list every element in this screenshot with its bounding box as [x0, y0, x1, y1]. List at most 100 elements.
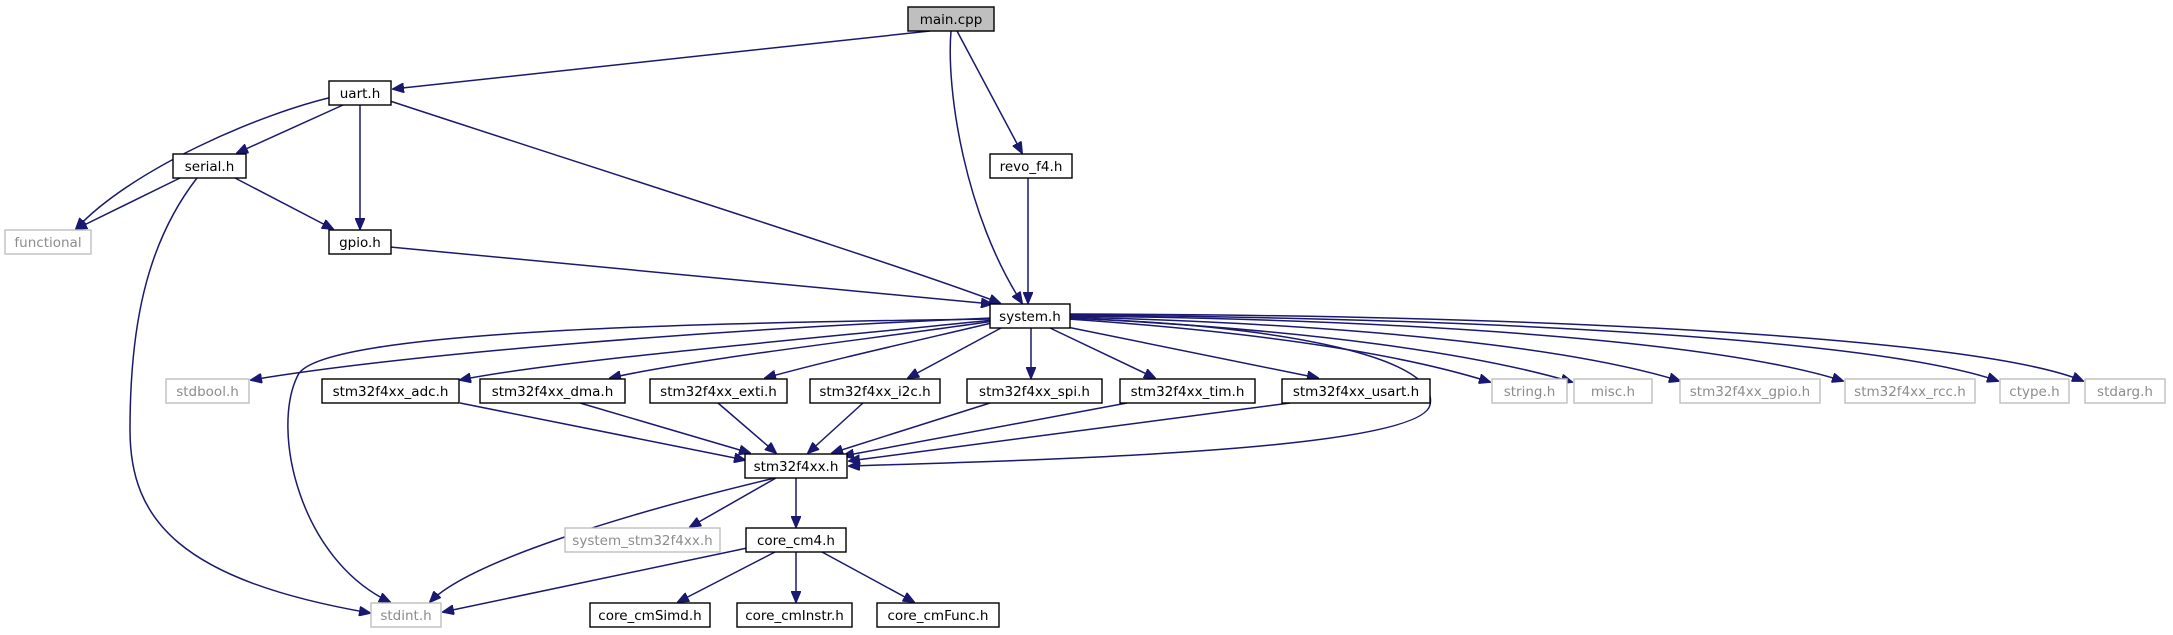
node-string-h: string.h — [1491, 378, 1568, 404]
node-cmsimd-h[interactable]: core_cmSimd.h — [589, 602, 711, 628]
edge-uart-h-to-serial-h — [237, 104, 344, 153]
edge-system-h-to-tim-h — [1049, 327, 1155, 378]
node-system-h[interactable]: system.h — [989, 303, 1071, 329]
edge-system-h-to-dma-h — [610, 320, 995, 378]
node-uart-h[interactable]: uart.h — [328, 80, 392, 106]
node-box — [649, 378, 788, 404]
edges — [76, 30, 2083, 613]
node-box — [4, 229, 92, 255]
node-label: core_cm4.h — [757, 533, 835, 549]
node-label: gpio.h — [339, 235, 381, 251]
node-cminstr-h[interactable]: core_cmInstr.h — [736, 602, 853, 628]
node-label: stdint.h — [380, 608, 431, 624]
edge-core-cm4-h-to-cmfunc-h — [821, 551, 914, 602]
node-box — [589, 602, 711, 628]
node-label: core_cmFunc.h — [888, 608, 989, 624]
node-box — [1119, 378, 1256, 404]
node-core-cm4-h[interactable]: core_cm4.h — [745, 527, 847, 553]
node-box — [172, 153, 247, 179]
node-box — [809, 378, 941, 404]
node-stdint-h: stdint.h — [370, 602, 442, 628]
node-box — [2084, 378, 2166, 404]
node-usart-h[interactable]: stm32f4xx_usart.h — [1281, 378, 1431, 404]
edge-system-h-to-rcc-h — [1068, 315, 1843, 381]
node-label: stdbool.h — [176, 384, 239, 400]
node-label: stdarg.h — [2097, 384, 2153, 400]
edge-core-cm4-h-to-cmsimd-h — [678, 551, 776, 602]
edge-dma-h-to-stm32f4xx-h — [579, 402, 750, 453]
node-box — [966, 378, 1103, 404]
node-label: stm32f4xx_adc.h — [333, 384, 449, 400]
node-adc-h[interactable]: stm32f4xx_adc.h — [321, 378, 460, 404]
node-box — [876, 602, 1000, 628]
node-label: system.h — [999, 309, 1061, 325]
node-spi-h[interactable]: stm32f4xx_spi.h — [966, 378, 1103, 404]
node-label: stm32f4xx_gpio.h — [1690, 384, 1811, 400]
node-misc-h: misc.h — [1573, 378, 1653, 404]
edge-core-cm4-h-to-stdint-h — [443, 546, 753, 612]
node-label: revo_f4.h — [1000, 159, 1063, 175]
node-box — [1679, 378, 1821, 404]
node-serial-h[interactable]: serial.h — [172, 153, 247, 179]
edge-uart-h-to-system-h — [389, 100, 1000, 303]
node-label: ctype.h — [2009, 384, 2059, 400]
node-box — [370, 602, 442, 628]
node-stdarg-h: stdarg.h — [2084, 378, 2166, 404]
node-tim-h[interactable]: stm32f4xx_tim.h — [1119, 378, 1256, 404]
edge-usart-h-to-stm32f4xx-h — [849, 402, 1291, 461]
node-exti-h[interactable]: stm32f4xx_exti.h — [649, 378, 788, 404]
edge-system-h-to-misc-h — [1068, 317, 1572, 382]
node-label: main.cpp — [920, 12, 983, 28]
edge-system-h-to-stdbool-h — [251, 317, 993, 380]
edge-tim-h-to-stm32f4xx-h — [843, 402, 1128, 456]
edge-system-h-to-stm32f4xx-h — [849, 317, 1432, 466]
node-label: stm32f4xx_dma.h — [492, 384, 614, 400]
edge-uart-h-to-functional — [76, 95, 338, 229]
node-box — [1999, 378, 2070, 404]
node-gpio-h[interactable]: gpio.h — [328, 229, 392, 255]
node-cmfunc-h[interactable]: core_cmFunc.h — [876, 602, 1000, 628]
edge-main-cpp-to-uart-h — [393, 30, 931, 89]
node-box — [989, 153, 1073, 179]
edge-system-h-to-string-h — [1067, 318, 1490, 382]
node-label: core_cmSimd.h — [598, 608, 701, 624]
node-label: misc.h — [1591, 384, 1635, 400]
node-box — [564, 527, 721, 553]
node-box — [321, 378, 460, 404]
edge-system-h-to-gpio-ext-h — [1068, 316, 1680, 381]
node-main-cpp[interactable]: main.cpp — [907, 6, 995, 32]
node-ctype-h: ctype.h — [1999, 378, 2070, 404]
node-label: stm32f4xx_rcc.h — [1854, 384, 1966, 400]
node-box — [907, 6, 995, 32]
edge-serial-h-to-functional — [76, 177, 181, 229]
node-box — [736, 602, 853, 628]
node-dma-h[interactable]: stm32f4xx_dma.h — [479, 378, 626, 404]
edge-main-cpp-to-system-h — [949, 30, 1022, 303]
edge-exti-h-to-stm32f4xx-h — [717, 402, 776, 453]
node-revo-f4-h[interactable]: revo_f4.h — [989, 153, 1073, 179]
node-label: stm32f4xx_tim.h — [1131, 384, 1245, 400]
edge-serial-h-to-stdint-h — [129, 177, 370, 613]
node-box — [165, 378, 250, 404]
node-label: core_cmInstr.h — [745, 608, 844, 624]
node-stm32f4xx-h[interactable]: stm32f4xx.h — [744, 453, 848, 479]
edge-serial-h-to-gpio-h — [234, 177, 333, 229]
node-box — [328, 229, 392, 255]
node-i2c-h[interactable]: stm32f4xx_i2c.h — [809, 378, 941, 404]
edge-spi-h-to-stm32f4xx-h — [832, 402, 991, 453]
edge-stm32f4xx-h-to-sys-stm-h — [690, 477, 777, 527]
edge-system-h-to-stdarg-h — [1068, 313, 2083, 381]
edge-adc-h-to-stm32f4xx-h — [459, 402, 745, 460]
edge-gpio-h-to-system-h — [389, 246, 992, 304]
node-box — [1491, 378, 1568, 404]
edge-system-h-to-usart-h — [1061, 325, 1318, 378]
node-label: stm32f4xx_usart.h — [1293, 384, 1419, 400]
node-box — [745, 527, 847, 553]
node-label: functional — [14, 235, 81, 251]
node-sys-stm-h: system_stm32f4xx.h — [564, 527, 721, 553]
edge-system-h-to-exti-h — [765, 321, 997, 378]
node-label: stm32f4xx_i2c.h — [819, 384, 930, 400]
node-box — [744, 453, 848, 479]
node-box — [1573, 378, 1653, 404]
